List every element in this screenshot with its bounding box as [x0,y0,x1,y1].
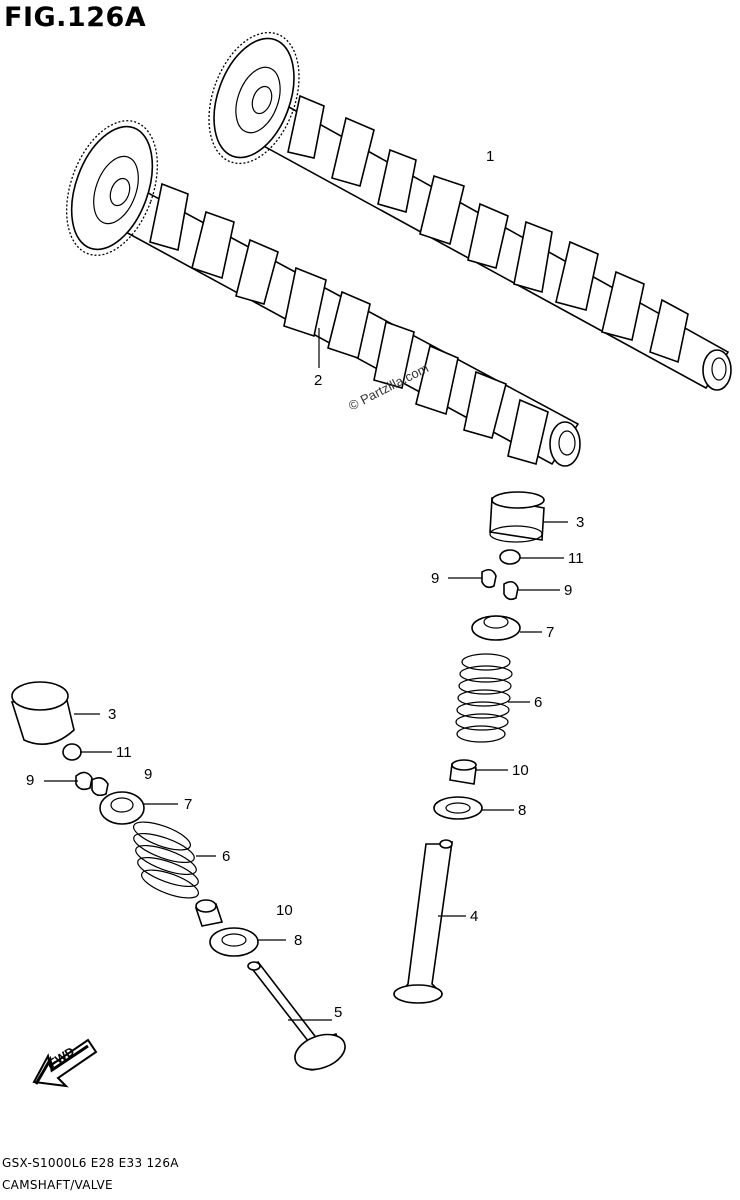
tappet-left[interactable] [10,681,75,746]
cotter-right-left[interactable] [481,568,497,589]
cotter-left-right[interactable] [91,776,109,797]
callout-10-left[interactable]: 10 [276,902,293,919]
callout-8-left[interactable]: 8 [294,932,303,949]
section-name: CAMSHAFT/VALVE [2,1178,113,1192]
forward-direction-arrow: FWD [32,1038,98,1088]
retainer-right[interactable] [471,615,521,641]
callout-6-right[interactable]: 6 [534,694,543,711]
callout-9-right-b[interactable]: 9 [564,582,573,599]
shim-left[interactable] [62,743,82,761]
callout-3-right[interactable]: 3 [576,514,585,531]
retainer-left[interactable] [99,791,145,825]
spring-right[interactable] [455,653,513,743]
callout-11-left[interactable]: 11 [116,744,132,761]
model-code: GSX-S1000L6 E28 E33 126A [2,1156,179,1170]
callout-5[interactable]: 5 [334,1004,343,1021]
callout-7-right[interactable]: 7 [546,624,555,641]
callout-8-right[interactable]: 8 [518,802,527,819]
callout-3-left[interactable]: 3 [108,706,117,723]
callout-9-right-a[interactable]: 9 [431,570,440,587]
callout-6-left[interactable]: 6 [222,848,231,865]
callout-9-left-b[interactable]: 9 [144,766,153,783]
tappet-right[interactable] [489,491,545,543]
callout-1[interactable]: 1 [486,148,495,165]
callout-11-right[interactable]: 11 [568,550,584,567]
callout-10-right[interactable]: 10 [512,762,529,779]
callout-7-left[interactable]: 7 [184,796,193,813]
cotter-left-left[interactable] [75,771,93,791]
callout-2[interactable]: 2 [314,372,323,389]
shim-right[interactable] [499,549,521,565]
cotter-right-right[interactable] [503,580,519,601]
spring-seat-right[interactable] [433,796,483,820]
callout-9-left-a[interactable]: 9 [26,772,35,789]
valve-right[interactable] [393,839,453,1004]
callout-4[interactable]: 4 [470,908,479,925]
camshaft-2[interactable] [50,108,581,467]
spring-left[interactable] [130,816,201,903]
camshaft-1[interactable] [192,20,732,391]
spring-seat-left[interactable] [209,927,259,957]
seal-right[interactable] [449,759,477,785]
figure-title: FIG.126A [4,2,147,33]
seal-left[interactable] [194,899,224,927]
valve-left[interactable] [247,960,350,1076]
